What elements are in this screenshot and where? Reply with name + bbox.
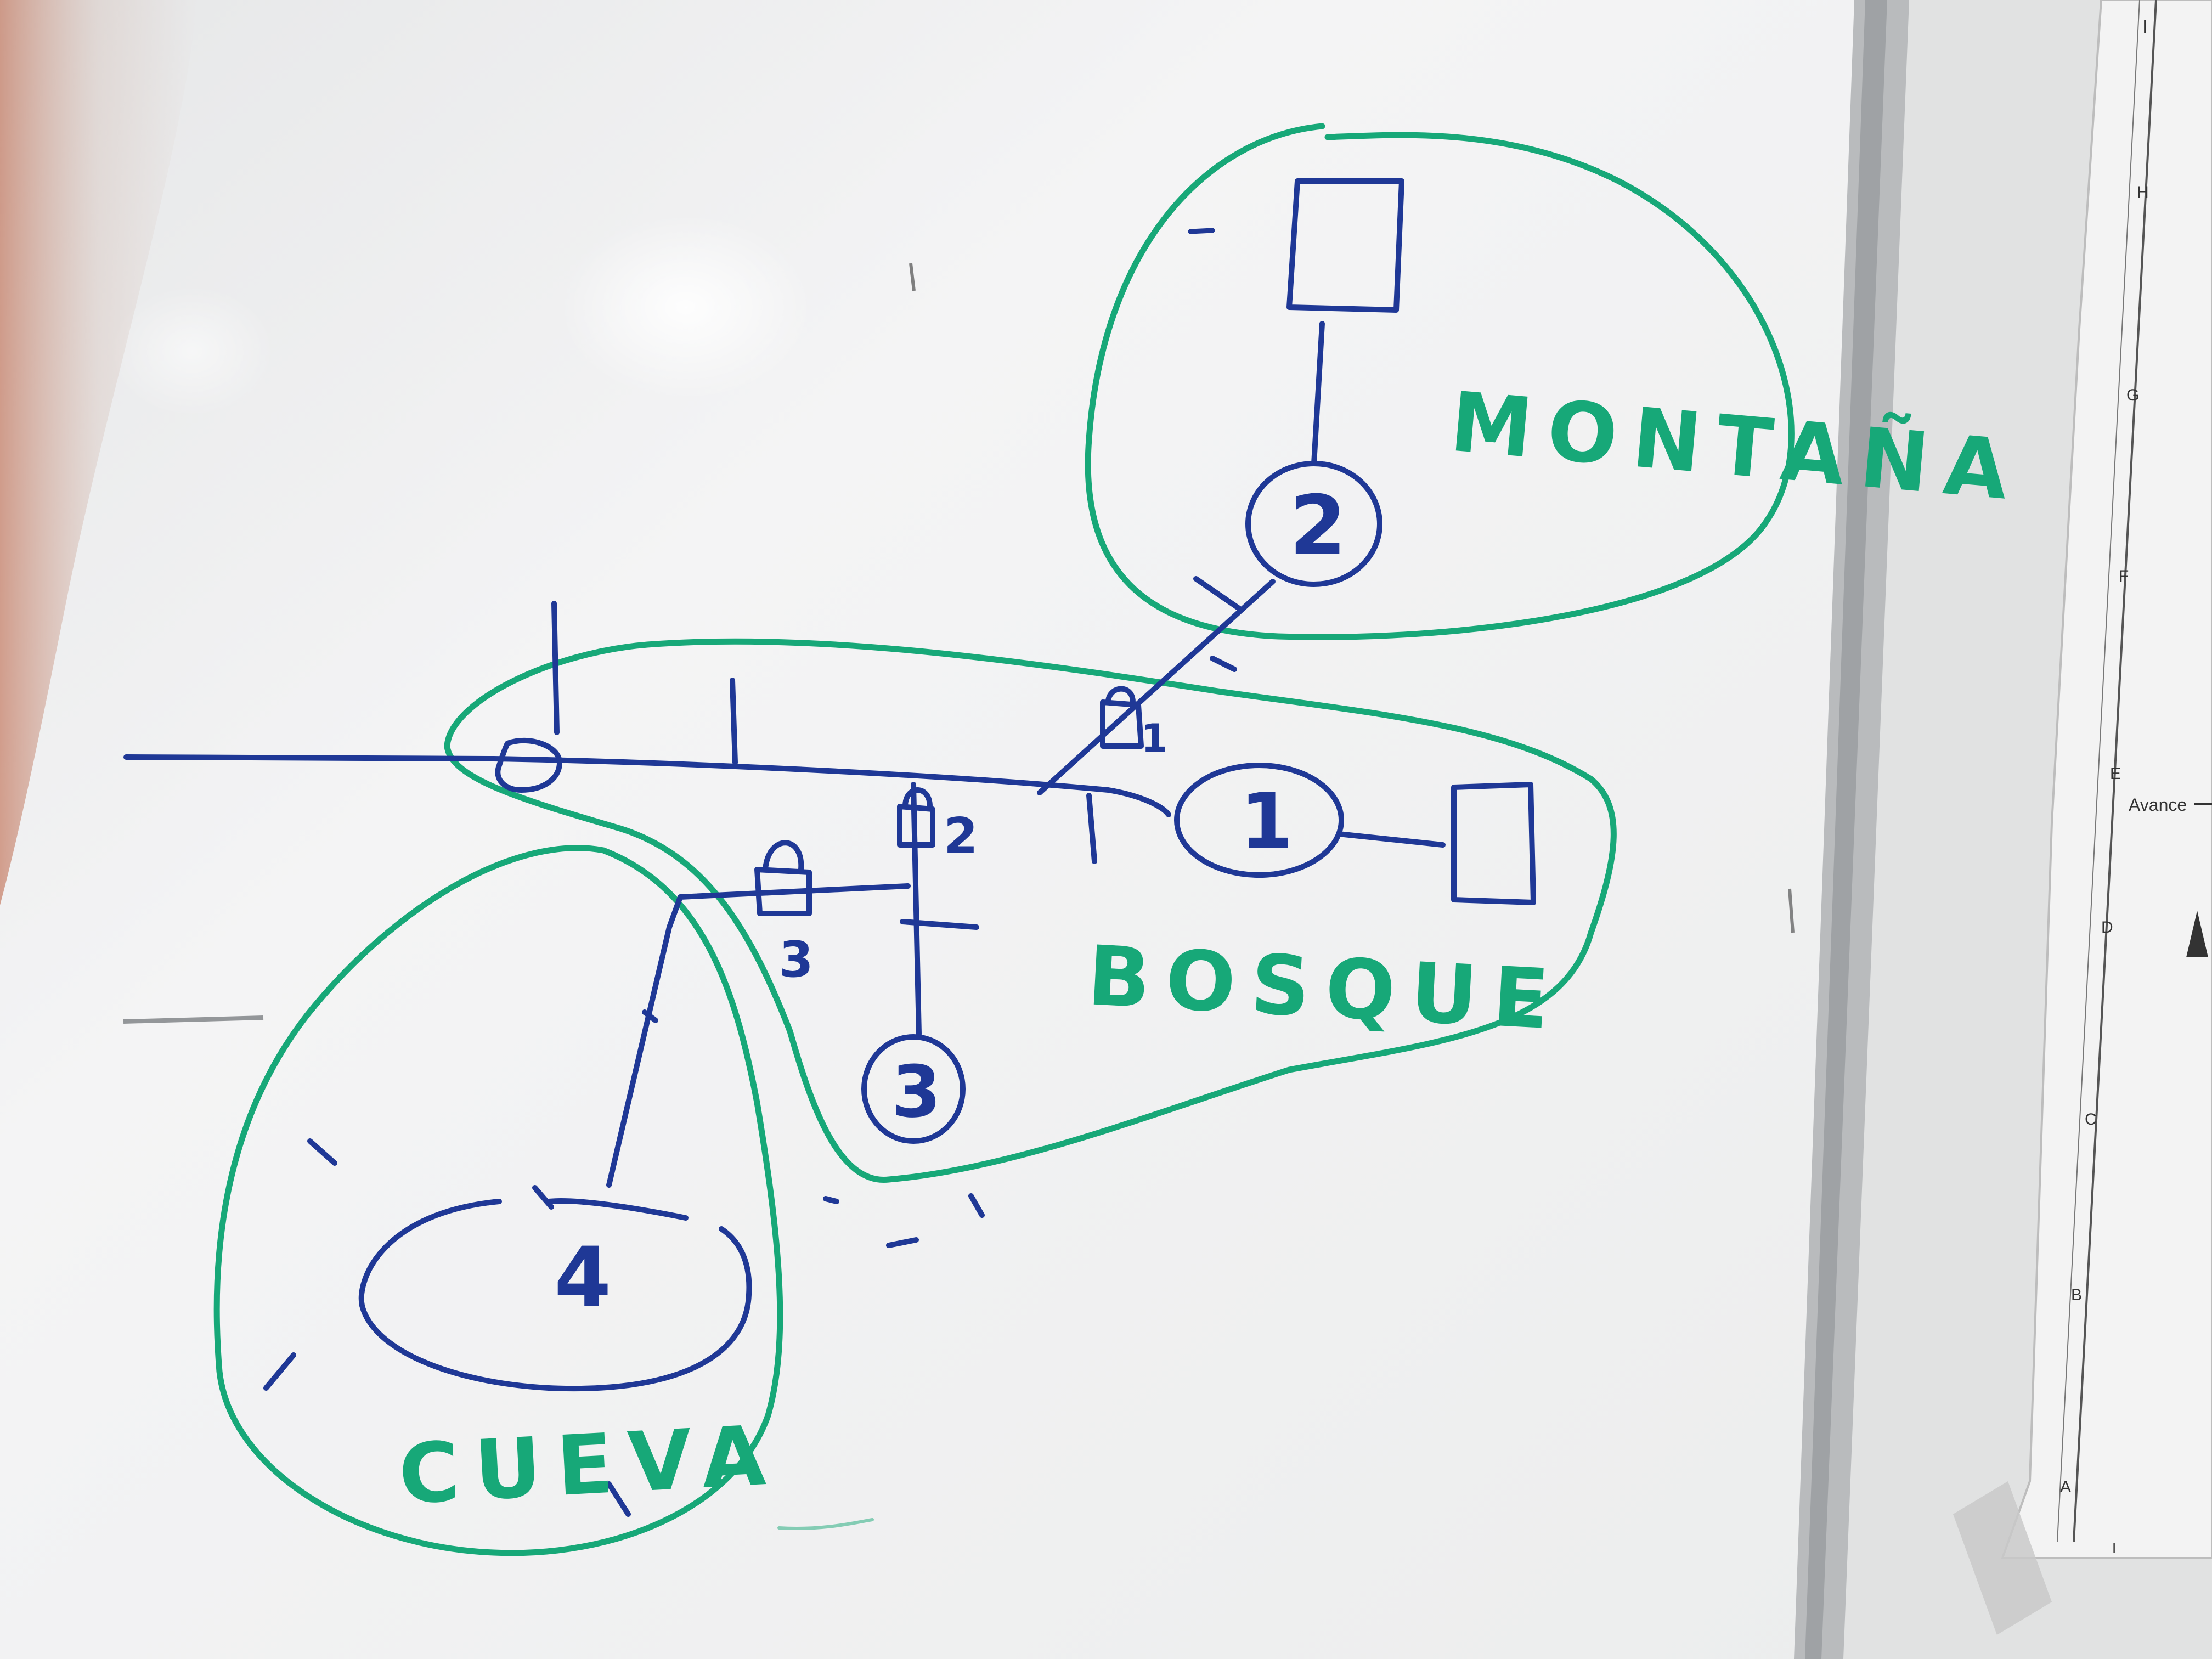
- path-to-cueva: [606, 883, 911, 1188]
- smudge-mark: [123, 1015, 264, 1024]
- scale-letter: C: [2085, 1110, 2097, 1128]
- lock-label-3: 3: [779, 931, 814, 989]
- avance-label: Avance: [2129, 795, 2187, 815]
- junction-node: [495, 737, 562, 793]
- paper-sheet: I H G F E D C B A Avance I: [1953, 0, 2212, 1635]
- blurred-object: [0, 0, 198, 905]
- node-ellipse-cueva: [358, 1198, 752, 1392]
- node-label-1: 1: [1240, 777, 1293, 866]
- node-circle-3: [861, 1034, 966, 1144]
- stray-stroke: [777, 1518, 874, 1531]
- scale-letter: D: [2101, 918, 2113, 936]
- path-to-montana: [1037, 579, 1276, 795]
- tape-strip: [1953, 1481, 2052, 1635]
- scale-letter: I: [2142, 16, 2147, 37]
- region-outline-bosque: [444, 638, 1617, 1183]
- room-box-montana: [1286, 178, 1404, 313]
- region-outline-cueva: [213, 845, 783, 1556]
- scale-letter: B: [2071, 1286, 2082, 1304]
- lock-label-1: 1: [1141, 716, 1168, 761]
- light-reflection: [560, 214, 812, 400]
- main-path-line: [123, 754, 1171, 817]
- region-label-cueva: CUEVA: [397, 1408, 783, 1523]
- scale-letter: A: [2060, 1478, 2071, 1496]
- room-box-bosque: [1451, 782, 1536, 905]
- lock-3-icon: [754, 840, 812, 916]
- lock-2-icon: [897, 787, 935, 848]
- scale-letter: G: [2126, 386, 2139, 404]
- path-to-node-3: [911, 782, 922, 1037]
- scale-letter: H: [2137, 183, 2149, 201]
- scale-letter: I: [2112, 1539, 2116, 1556]
- whiteboard-surface: [0, 0, 1876, 1659]
- scale-letter: E: [2110, 765, 2121, 783]
- triangle-symbol: [2186, 911, 2208, 957]
- node-label-2: 2: [1289, 478, 1346, 574]
- node-circle-bosque: [1174, 763, 1344, 878]
- node-label-3: 3: [891, 1050, 941, 1133]
- node-label-4: 4: [554, 1230, 611, 1325]
- lock-1-icon: [1100, 686, 1144, 749]
- scale-letter: F: [2119, 567, 2129, 585]
- region-outline-montana: [1085, 123, 1795, 640]
- lock-label-2: 2: [944, 808, 978, 865]
